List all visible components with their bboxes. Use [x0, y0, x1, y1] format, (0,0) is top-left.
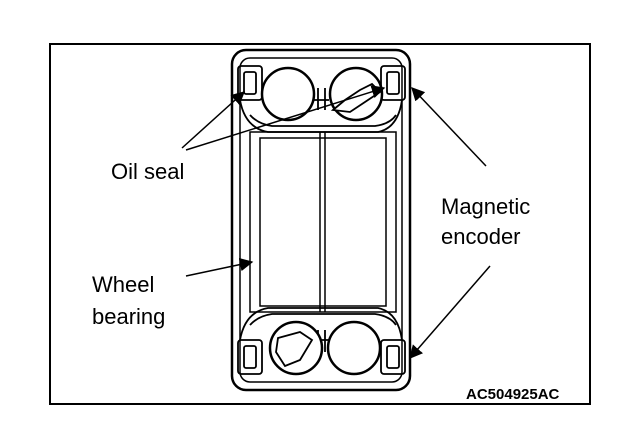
bearing-bore — [249, 131, 397, 313]
oil-seal-label: Oil seal — [111, 159, 185, 184]
encoder-leader-bottom — [409, 265, 491, 360]
wheel-bearing-leader — [185, 257, 254, 277]
cage-bottom — [275, 331, 314, 368]
figure-code: AC504925AC — [466, 386, 560, 403]
figure-frame — [49, 43, 591, 405]
encoder-leader-top — [411, 87, 487, 167]
ball-bottom-right — [326, 320, 382, 376]
magnetic-encoder-label-line1: Magnetic — [441, 194, 531, 219]
oil-seal-leader-right — [185, 85, 386, 151]
wheel-bearing-label-line2: bearing — [92, 304, 166, 329]
bottom-raceway — [237, 307, 406, 375]
wheel-bearing-label-line1: Wheel — [92, 272, 155, 297]
leader-lines — [181, 85, 491, 360]
wheel-bearing-body — [230, 48, 412, 392]
magnetic-encoder-label-line2: encoder — [441, 224, 521, 249]
ball-top-left — [260, 66, 316, 122]
oil-seal-leader-left — [181, 91, 246, 149]
top-raceway — [237, 65, 406, 133]
